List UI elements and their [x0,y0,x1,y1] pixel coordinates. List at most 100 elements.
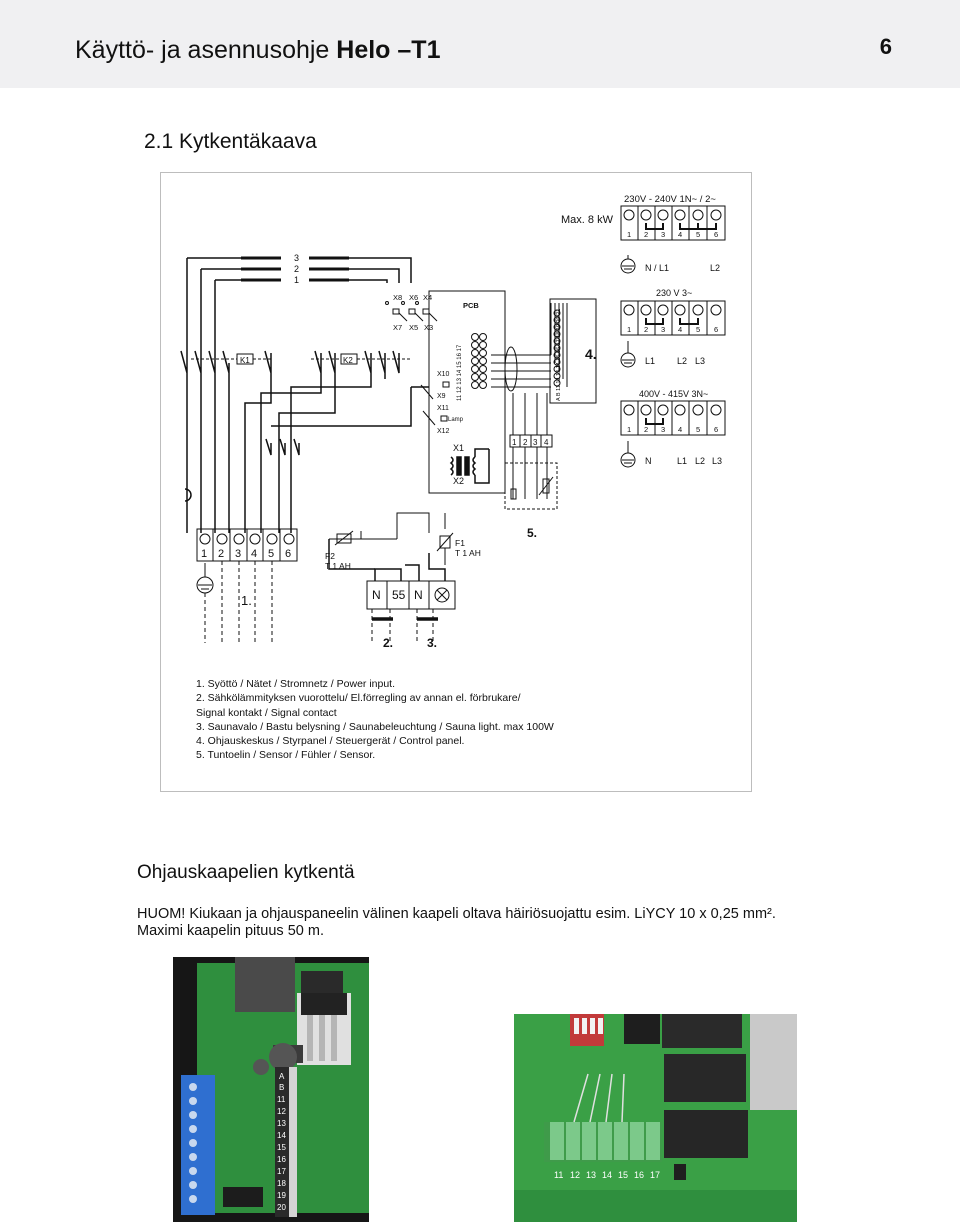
sensor-term-1: 1 [512,438,517,447]
svg-text:L1: L1 [677,456,687,466]
photo-terminal-label: 12 [570,1170,580,1180]
l2-label: L2 [710,263,720,273]
svg-text:5: 5 [696,230,700,239]
svg-text:6: 6 [714,325,718,334]
cable-note-line-2: Maximi kaapelin pituus 50 m. [137,923,324,939]
legend-item: 2. Sähkölämmityksen vuorottelu/ El.förre… [196,692,521,705]
marker-5: 5. [527,526,537,540]
photo-pin-label: 19 [277,1191,286,1200]
x6-label: X6 [409,293,418,302]
photo-terminal-label: 11 [554,1170,563,1180]
f1-rating: T 1 AH [455,548,481,558]
svg-text:6: 6 [714,425,718,434]
page-header: Käyttö- ja asennusohje Helo –T1 6 [0,0,960,88]
main-terminal-5: 5 [268,548,274,560]
photo-terminal-label: 16 [634,1170,644,1180]
svg-text:3: 3 [661,230,665,239]
x10-label: X10 [437,371,450,378]
term-n-1: N [372,588,381,602]
svg-text:2: 2 [644,230,648,239]
marker-3: 3. [427,636,437,650]
supply-400-label: 400V - 415V 3N~ [639,389,708,399]
marker-1: 1. [241,593,252,608]
x9-label: X9 [437,393,446,400]
f1-label: F1 [455,538,465,548]
control-cables-heading: Ohjauskaapelien kytkentä [137,862,355,883]
main-terminal-1: 1 [201,548,207,560]
pcb-label: PCB [463,301,479,310]
svg-text:1: 1 [627,425,631,434]
photo-pin-label: 16 [277,1155,286,1164]
x4-label: X4 [423,293,432,302]
diagram-legend: 1. Syöttö / Nätet / Stromnetz / Power in… [196,677,554,763]
svg-text:1: 1 [627,325,631,334]
photo-pin-label: 12 [277,1107,286,1116]
svg-text:2: 2 [644,425,648,434]
photo-terminal-label: 15 [618,1170,628,1180]
phase-1-label: 1 [294,275,299,285]
photo-pin-label: 11 [277,1095,286,1104]
term-55: 55 [392,588,406,602]
document-title: Käyttö- ja asennusohje Helo –T1 [75,36,441,64]
supply-230-label: 230 V 3~ [656,288,692,298]
max-power-label: Max. 8 kW [561,214,614,226]
photo-pin-label: 20 [277,1203,286,1212]
photo-pin-label: 15 [277,1143,286,1152]
photo-terminal-label: 17 [650,1170,660,1180]
l3-label: L3 [695,356,705,366]
svg-text:3: 3 [661,425,665,434]
photo-pin-label: 18 [277,1179,286,1188]
term-n-2: N [414,588,423,602]
panel-pin-labels: A B 11 12 13 14 15 16 17 18 19 20 21 [556,309,562,401]
sensor-term-2: 2 [523,438,528,447]
l1-label: L1 [645,356,655,366]
sensor-term-4: 4 [544,438,549,447]
control-panel-photo: A B 11 12 13 14 15 16 17 18 19 20 [173,957,369,1222]
x2-label: X2 [453,476,464,486]
page-number: 6 [879,34,892,59]
section-heading: 2.1 Kytkentäkaava [144,130,317,153]
sensor-term-3: 3 [533,438,538,447]
x5-label: X5 [409,323,418,332]
svg-text:4: 4 [678,425,682,434]
photo-terminal-label: 14 [602,1170,612,1180]
cable-note-line-1: HUOM! Kiukaan ja ohjauspaneelin välinen … [137,906,776,922]
x7-label: X7 [393,323,402,332]
k2-label: K2 [343,356,353,365]
cable-note: HUOM! Kiukaan ja ohjauspaneelin välinen … [137,906,776,940]
marker-2: 2. [383,636,393,650]
l2-label-b: L2 [677,356,687,366]
photo-pin-label: 14 [277,1131,286,1140]
k1-label: K1 [240,356,250,365]
svg-text:5: 5 [696,325,700,334]
main-terminal-6: 6 [285,548,291,560]
photo-pin-label: B [279,1083,284,1092]
svg-text:4: 4 [678,230,682,239]
svg-text:2: 2 [644,325,648,334]
heater-pcb-photo: 11 12 13 14 15 16 17 [514,1014,797,1222]
n-l1-label: N / L1 [645,263,669,273]
photo-pin-label: A [279,1072,285,1081]
svg-text:L3: L3 [712,456,722,466]
svg-text:5: 5 [696,425,700,434]
main-terminal-4: 4 [251,548,257,560]
legend-item: 1. Syöttö / Nätet / Stromnetz / Power in… [196,678,396,690]
photo-pin-label: 17 [277,1167,286,1176]
f2-label: F2 [325,551,335,561]
pcb-pin-labels: 11 12 13 14 15 16 17 [457,344,463,401]
x1-label: X1 [453,443,464,453]
marker-4: 4. [585,346,597,362]
svg-text:6: 6 [714,230,718,239]
main-terminal-2: 2 [218,548,224,560]
photo-terminal-label: 13 [586,1170,596,1180]
x12-label: X12 [437,428,450,435]
f2-rating: T 1 AH [325,561,351,571]
legend-item: 3. Saunavalo / Bastu belysning / Saunabe… [196,720,554,733]
supply-1phase-label: 230V - 240V 1N~ / 2~ [624,194,716,205]
main-terminal-3: 3 [235,548,241,560]
legend-item: 4. Ohjauskeskus / Styrpanel / Steuergerä… [196,735,465,748]
x11-label: X11 [437,405,449,412]
lamp-label: Lamp [448,417,464,423]
photo-pin-label: 13 [277,1119,286,1128]
